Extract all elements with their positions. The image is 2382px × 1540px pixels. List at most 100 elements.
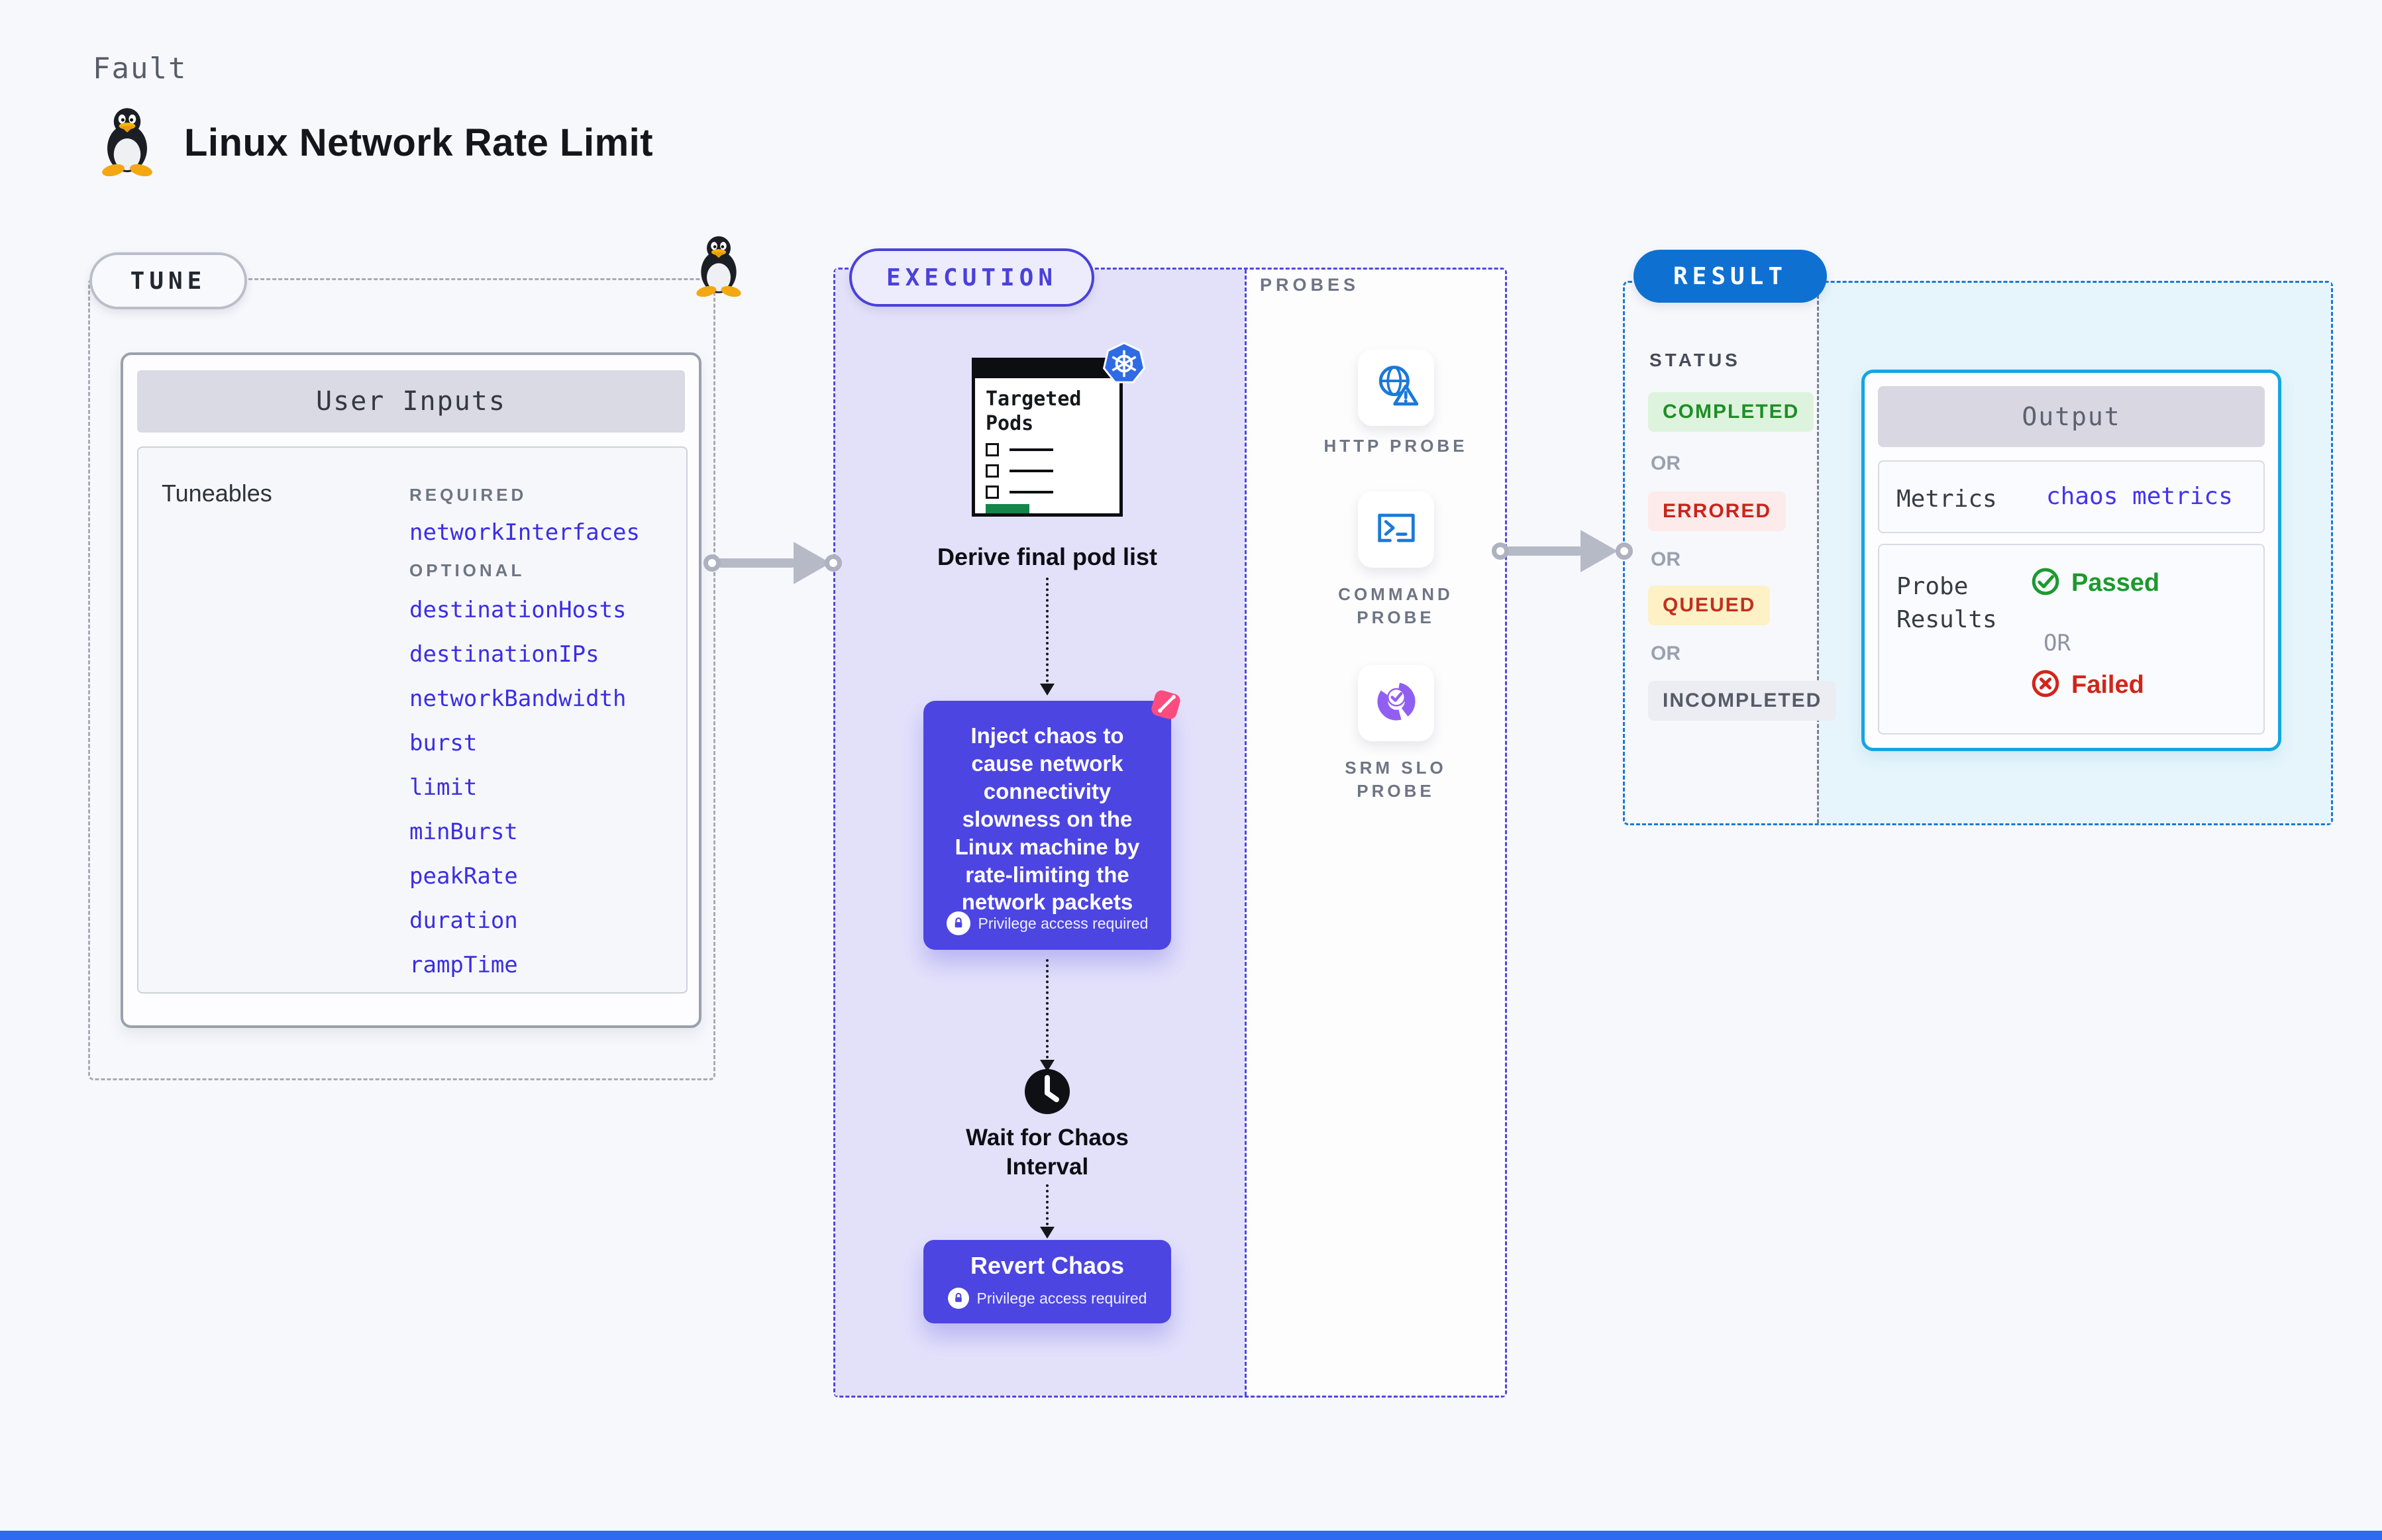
wait-for-chaos-label: Wait for Chaos Interval <box>915 1123 1180 1182</box>
srm-slo-probe-label: SRM SLO PROBE <box>1316 756 1475 803</box>
probes-label: PROBES <box>1260 275 1360 295</box>
privilege-note: Privilege access required <box>923 1288 1171 1309</box>
derive-pod-list-label: Derive final pod list <box>937 543 1158 570</box>
wait-line-1: Wait for Chaos <box>966 1125 1129 1151</box>
or-separator: OR <box>2044 630 2071 656</box>
execution-to-result-arrow <box>1505 546 1583 556</box>
probe-label-line: SRM SLO <box>1345 758 1447 778</box>
pod-list-line <box>1010 448 1053 451</box>
connector-dot <box>825 554 842 572</box>
bottom-accent-bar <box>0 1531 2382 1540</box>
srm-slo-probe-card <box>1358 665 1434 741</box>
output-header: Output <box>1878 386 2265 447</box>
optional-group-label: OPTIONAL <box>409 560 525 580</box>
pod-card-titlebar <box>975 361 1119 378</box>
status-badge-errored: ERRORED <box>1648 491 1786 531</box>
execution-section-box <box>833 268 1507 1398</box>
failed-label: Failed <box>2071 671 2144 699</box>
probes-pane <box>1247 270 1505 1396</box>
http-probe-card <box>1358 350 1434 426</box>
result-section-badge: RESULT <box>1633 250 1827 303</box>
flow-connector <box>1046 959 1049 1058</box>
flow-connector-arrowhead <box>1040 684 1055 695</box>
tuneable-link[interactable]: burst <box>409 730 478 756</box>
slo-gauge-icon <box>1371 676 1422 730</box>
probe-label-line: HTTP PROBE <box>1323 436 1468 456</box>
pod-checkbox <box>986 486 999 499</box>
clock-icon <box>1023 1068 1071 1115</box>
tux-penguin-icon <box>97 105 158 177</box>
output-title: Output <box>2022 402 2121 431</box>
metrics-value-link[interactable]: chaos metrics <box>2046 483 2233 510</box>
tuneable-link[interactable]: duration <box>409 907 518 934</box>
status-badge-completed: COMPLETED <box>1648 392 1814 432</box>
probe-label-line: PROBE <box>1357 607 1435 628</box>
tune-to-execution-arrowhead <box>794 542 831 584</box>
tune-section-badge: TUNE <box>89 252 247 309</box>
revert-chaos-label: Revert Chaos <box>970 1252 1125 1279</box>
tuneable-link[interactable]: networkInterfaces <box>409 519 640 546</box>
metrics-row: Metrics chaos metrics <box>1878 460 2265 533</box>
tuneables-label: Tuneables <box>162 480 272 507</box>
connector-dot <box>1492 542 1509 560</box>
tuneable-link[interactable]: destinationIPs <box>409 641 599 668</box>
probe-label-line: COMMAND <box>1338 584 1453 604</box>
user-inputs-title: User Inputs <box>316 386 506 417</box>
tuneable-link[interactable]: destinationHosts <box>409 597 627 623</box>
tune-section-box <box>88 278 715 1080</box>
failed-result: Failed <box>2030 668 2144 702</box>
terminal-icon <box>1371 503 1422 556</box>
command-probe-label: COMMAND PROBE <box>1316 583 1475 629</box>
pod-card-title: Targeted Pods <box>986 387 1082 435</box>
command-probe-card <box>1358 491 1434 568</box>
required-group-label: REQUIRED <box>409 485 527 505</box>
globe-alert-icon <box>1371 361 1422 415</box>
inject-chaos-step: Inject chaos to cause network connectivi… <box>923 690 1180 950</box>
tuneable-link[interactable]: minBurst <box>409 819 518 845</box>
execution-probes-divider <box>1245 270 1247 1396</box>
tuneables-panel: Tuneables REQUIRED networkInterfaces OPT… <box>137 446 688 994</box>
flow-connector <box>1046 578 1049 682</box>
privilege-note-text: Privilege access required <box>978 914 1149 932</box>
tuneable-link[interactable]: networkBandwidth <box>409 686 627 712</box>
flow-connector-arrowhead <box>1040 1227 1055 1239</box>
user-inputs-card: User Inputs Tuneables REQUIRED networkIn… <box>121 352 701 1028</box>
status-badge-incompleted: INCOMPLETED <box>1648 681 1837 721</box>
flow-connector <box>1046 1184 1049 1225</box>
privilege-note: Privilege access required <box>923 911 1171 935</box>
inject-chaos-text: Inject chaos to cause network connectivi… <box>955 723 1140 915</box>
revert-chaos-step: Revert Chaos Privilege access required <box>923 1240 1171 1323</box>
tuneable-link[interactable]: peakRate <box>409 863 518 890</box>
tuneable-link[interactable]: limit <box>409 774 478 801</box>
tune-badge-label: TUNE <box>130 267 207 295</box>
kubernetes-icon <box>1102 342 1146 385</box>
passed-label: Passed <box>2071 569 2160 597</box>
or-separator: OR <box>1651 642 1681 664</box>
lock-icon <box>946 911 970 935</box>
tux-penguin-icon <box>692 233 746 297</box>
execution-to-result-arrowhead <box>1580 530 1618 572</box>
execution-section-badge: EXECUTION <box>849 248 1094 307</box>
execution-badge-label: EXECUTION <box>886 264 1058 291</box>
wait-line-2: Interval <box>1006 1153 1089 1180</box>
result-badge-label: RESULT <box>1673 262 1788 290</box>
connector-dot <box>1616 542 1633 560</box>
lock-icon <box>947 1288 969 1309</box>
fault-kicker: Fault <box>93 52 187 85</box>
tuneable-link[interactable]: rampTime <box>409 952 518 978</box>
x-circle-icon <box>2030 668 2061 702</box>
privilege-note-text: Privilege access required <box>976 1289 1147 1307</box>
pod-list-line <box>1010 470 1053 472</box>
or-separator: OR <box>1651 548 1681 570</box>
connector-dot <box>703 554 721 572</box>
probe-label-line: PROBE <box>1357 781 1435 801</box>
probe-results-label: Probe Results <box>1896 573 1997 634</box>
status-badge-queued: QUEUED <box>1648 586 1771 625</box>
targeted-pods-illustration: Targeted Pods <box>972 358 1123 517</box>
pod-checkbox <box>986 464 999 478</box>
status-label: STATUS <box>1649 350 1741 370</box>
output-card: Output Metrics chaos metrics Probe Resul… <box>1861 370 2281 751</box>
passed-result: Passed <box>2030 566 2159 600</box>
flow-connector-arrowhead <box>1040 1060 1055 1072</box>
